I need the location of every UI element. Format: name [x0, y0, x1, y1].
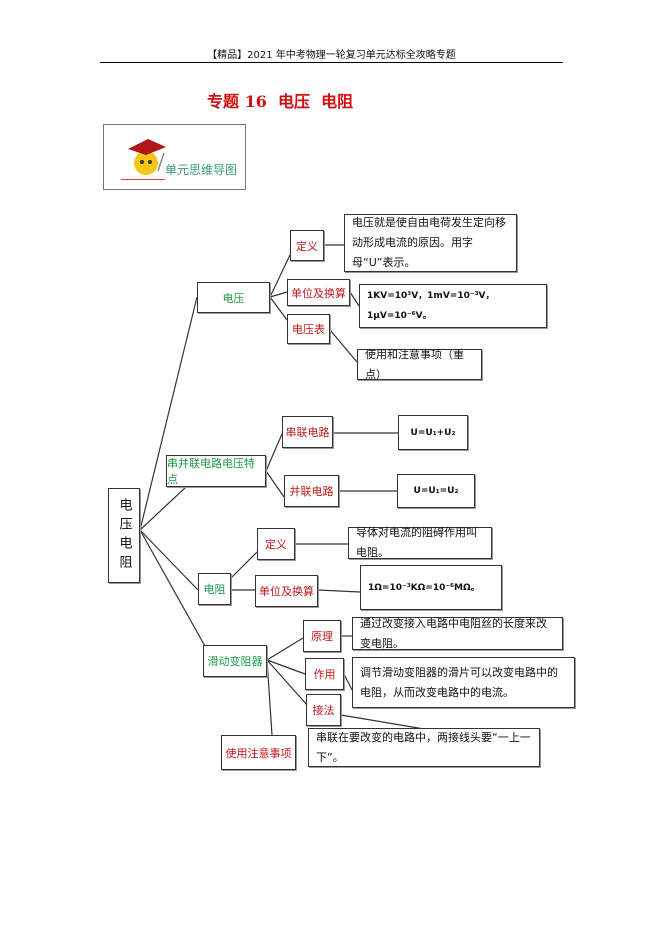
- mind-map-logo: 单元思维导图: [103, 124, 246, 190]
- logo-underline: [121, 179, 165, 180]
- logo-label: 单元思维导图: [165, 163, 238, 177]
- page-title: 专题 16 电压 电阻: [207, 92, 354, 111]
- node-voltage-definition: 定义: [290, 230, 324, 261]
- series-formula: U=U₁+U₂: [398, 415, 468, 450]
- node-resistance-definition: 定义: [257, 528, 295, 560]
- root-label: 电压电阻: [116, 497, 132, 574]
- voltmeter-text: 使用和注意事项（重点）: [357, 348, 482, 381]
- node-resistance-units: 单位及换算: [255, 575, 318, 607]
- node-rheostat: 滑动变阻器: [203, 645, 267, 677]
- voltage-definition-text: 电压就是使自由电荷发生定向移动形成电流的原因。用字母“U”表示。: [344, 214, 517, 272]
- node-connection: 接法: [306, 694, 341, 726]
- node-voltmeter: 电压表: [287, 314, 330, 344]
- header-rule: [100, 62, 563, 63]
- node-parallel: 并联电路: [284, 475, 339, 507]
- node-series: 串联电路: [282, 416, 333, 448]
- voltage-units-text: 1KV=10³V，1mV=10⁻³V，1μV=10⁻⁶V。: [359, 284, 547, 328]
- node-voltage: 电压: [197, 282, 270, 313]
- node-usage-notes: 使用注意事项: [221, 735, 296, 770]
- parallel-formula: U=U₁=U₂: [397, 474, 475, 508]
- node-circuit-voltage: 串并联电路电压特点: [166, 455, 266, 487]
- resistance-definition-text: 导体对电流的阻碍作用叫电阻。: [348, 526, 492, 559]
- connection-text: 串联在要改变的电路中，两接线头要“一上一下”。: [308, 728, 540, 767]
- principle-text: 通过改变接入电路中电阻丝的长度来改变电阻。: [352, 617, 563, 650]
- node-resistance: 电阻: [198, 573, 231, 605]
- graduate-emoji-icon: [128, 139, 166, 175]
- root-node: 电压电阻: [108, 488, 140, 583]
- page-header: 【精品】2021 年中考物理一轮复习单元达标全攻略专题: [207, 50, 456, 61]
- function-text: 调节滑动变阻器的滑片可以改变电路中的电阻，从而改变电路中的电流。: [352, 657, 575, 708]
- node-function: 作用: [305, 658, 344, 690]
- node-voltage-units: 单位及换算: [287, 279, 350, 306]
- resistance-units-text: 1Ω=10⁻³KΩ=10⁻⁶MΩ。: [360, 565, 502, 610]
- node-principle: 原理: [303, 620, 341, 652]
